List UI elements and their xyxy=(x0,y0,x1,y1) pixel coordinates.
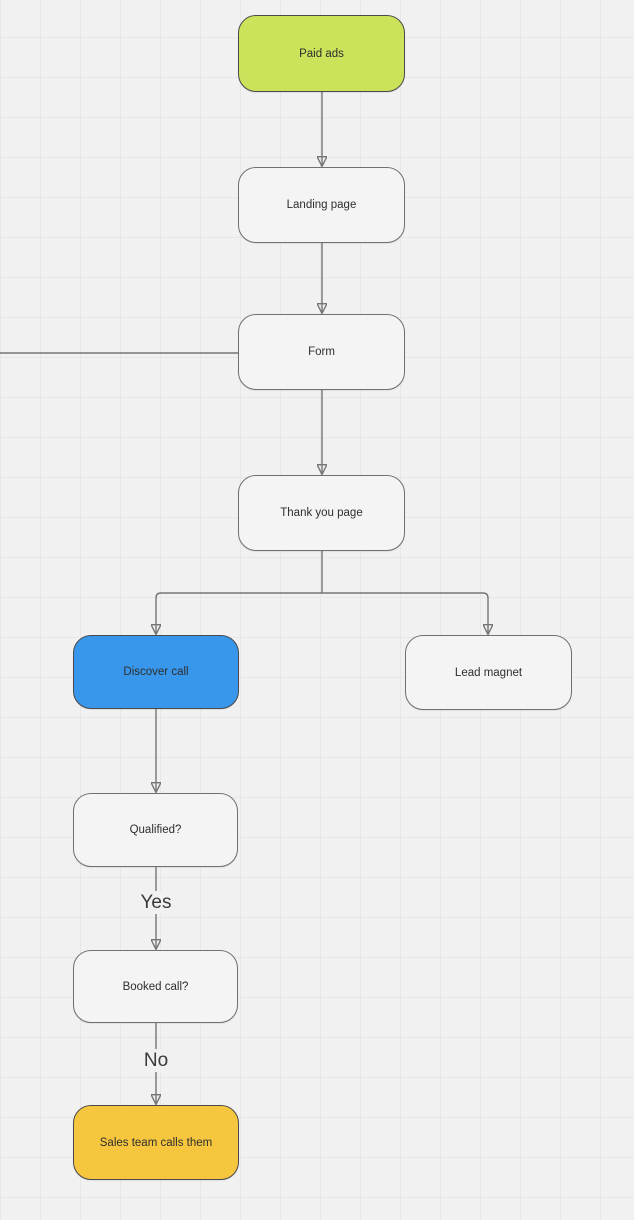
node-label: Landing page xyxy=(286,199,357,211)
node-label: Thank you page xyxy=(280,507,363,519)
node-qualified[interactable]: Qualified? xyxy=(73,793,238,867)
connector-thank-you-to-lead-magnet[interactable] xyxy=(322,592,488,633)
node-label: Discover call xyxy=(123,666,189,678)
node-landing-page[interactable]: Landing page xyxy=(238,167,405,243)
node-lead-magnet[interactable]: Lead magnet xyxy=(405,635,572,710)
node-sales-team-calls-them[interactable]: Sales team calls them xyxy=(73,1105,239,1180)
node-label: Booked call? xyxy=(122,980,189,993)
node-label: Paid ads xyxy=(299,47,344,60)
node-form[interactable]: Form xyxy=(238,314,405,390)
node-label: Lead magnet xyxy=(454,666,523,679)
node-label: Form xyxy=(308,346,335,358)
node-discover-call[interactable]: Discover call xyxy=(73,635,239,709)
node-label: Sales team calls them xyxy=(99,1136,213,1149)
node-booked-call[interactable]: Booked call? xyxy=(73,950,238,1023)
edge-label-yes[interactable]: Yes xyxy=(135,891,177,914)
node-thank-you-page[interactable]: Thank you page xyxy=(238,475,405,551)
node-label: Qualified? xyxy=(129,824,182,836)
edge-label-no[interactable]: No xyxy=(138,1049,174,1072)
node-paid-ads[interactable]: Paid ads xyxy=(238,15,405,92)
connector-thank-you-to-discover-call[interactable] xyxy=(156,592,322,633)
